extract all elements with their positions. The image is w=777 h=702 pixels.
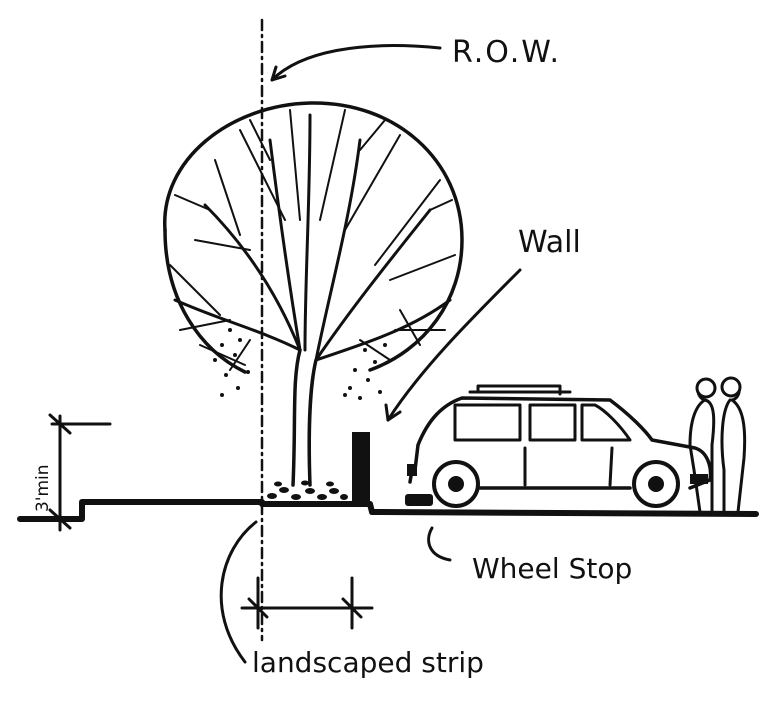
row-label: R.O.W.: [452, 35, 561, 70]
people: [688, 376, 747, 514]
strip-dimension: landscaped strip: [219, 520, 484, 679]
car: [407, 384, 713, 508]
height-min-label: 3'min: [33, 464, 53, 512]
tree: [163, 101, 464, 500]
height-dimension: 3'min: [33, 413, 112, 532]
foliage-dots: [213, 328, 387, 400]
landscaped-strip-label: landscaped strip: [252, 646, 484, 679]
landscape-bed: [267, 480, 348, 500]
ground-line: [17, 499, 759, 522]
wheel-stop-label: Wheel Stop: [472, 552, 632, 585]
wall: Wall: [352, 225, 581, 504]
wheel-stop: Wheel Stop: [405, 494, 632, 585]
wall-label: Wall: [518, 225, 581, 260]
row-line: R.O.W.: [260, 18, 561, 642]
